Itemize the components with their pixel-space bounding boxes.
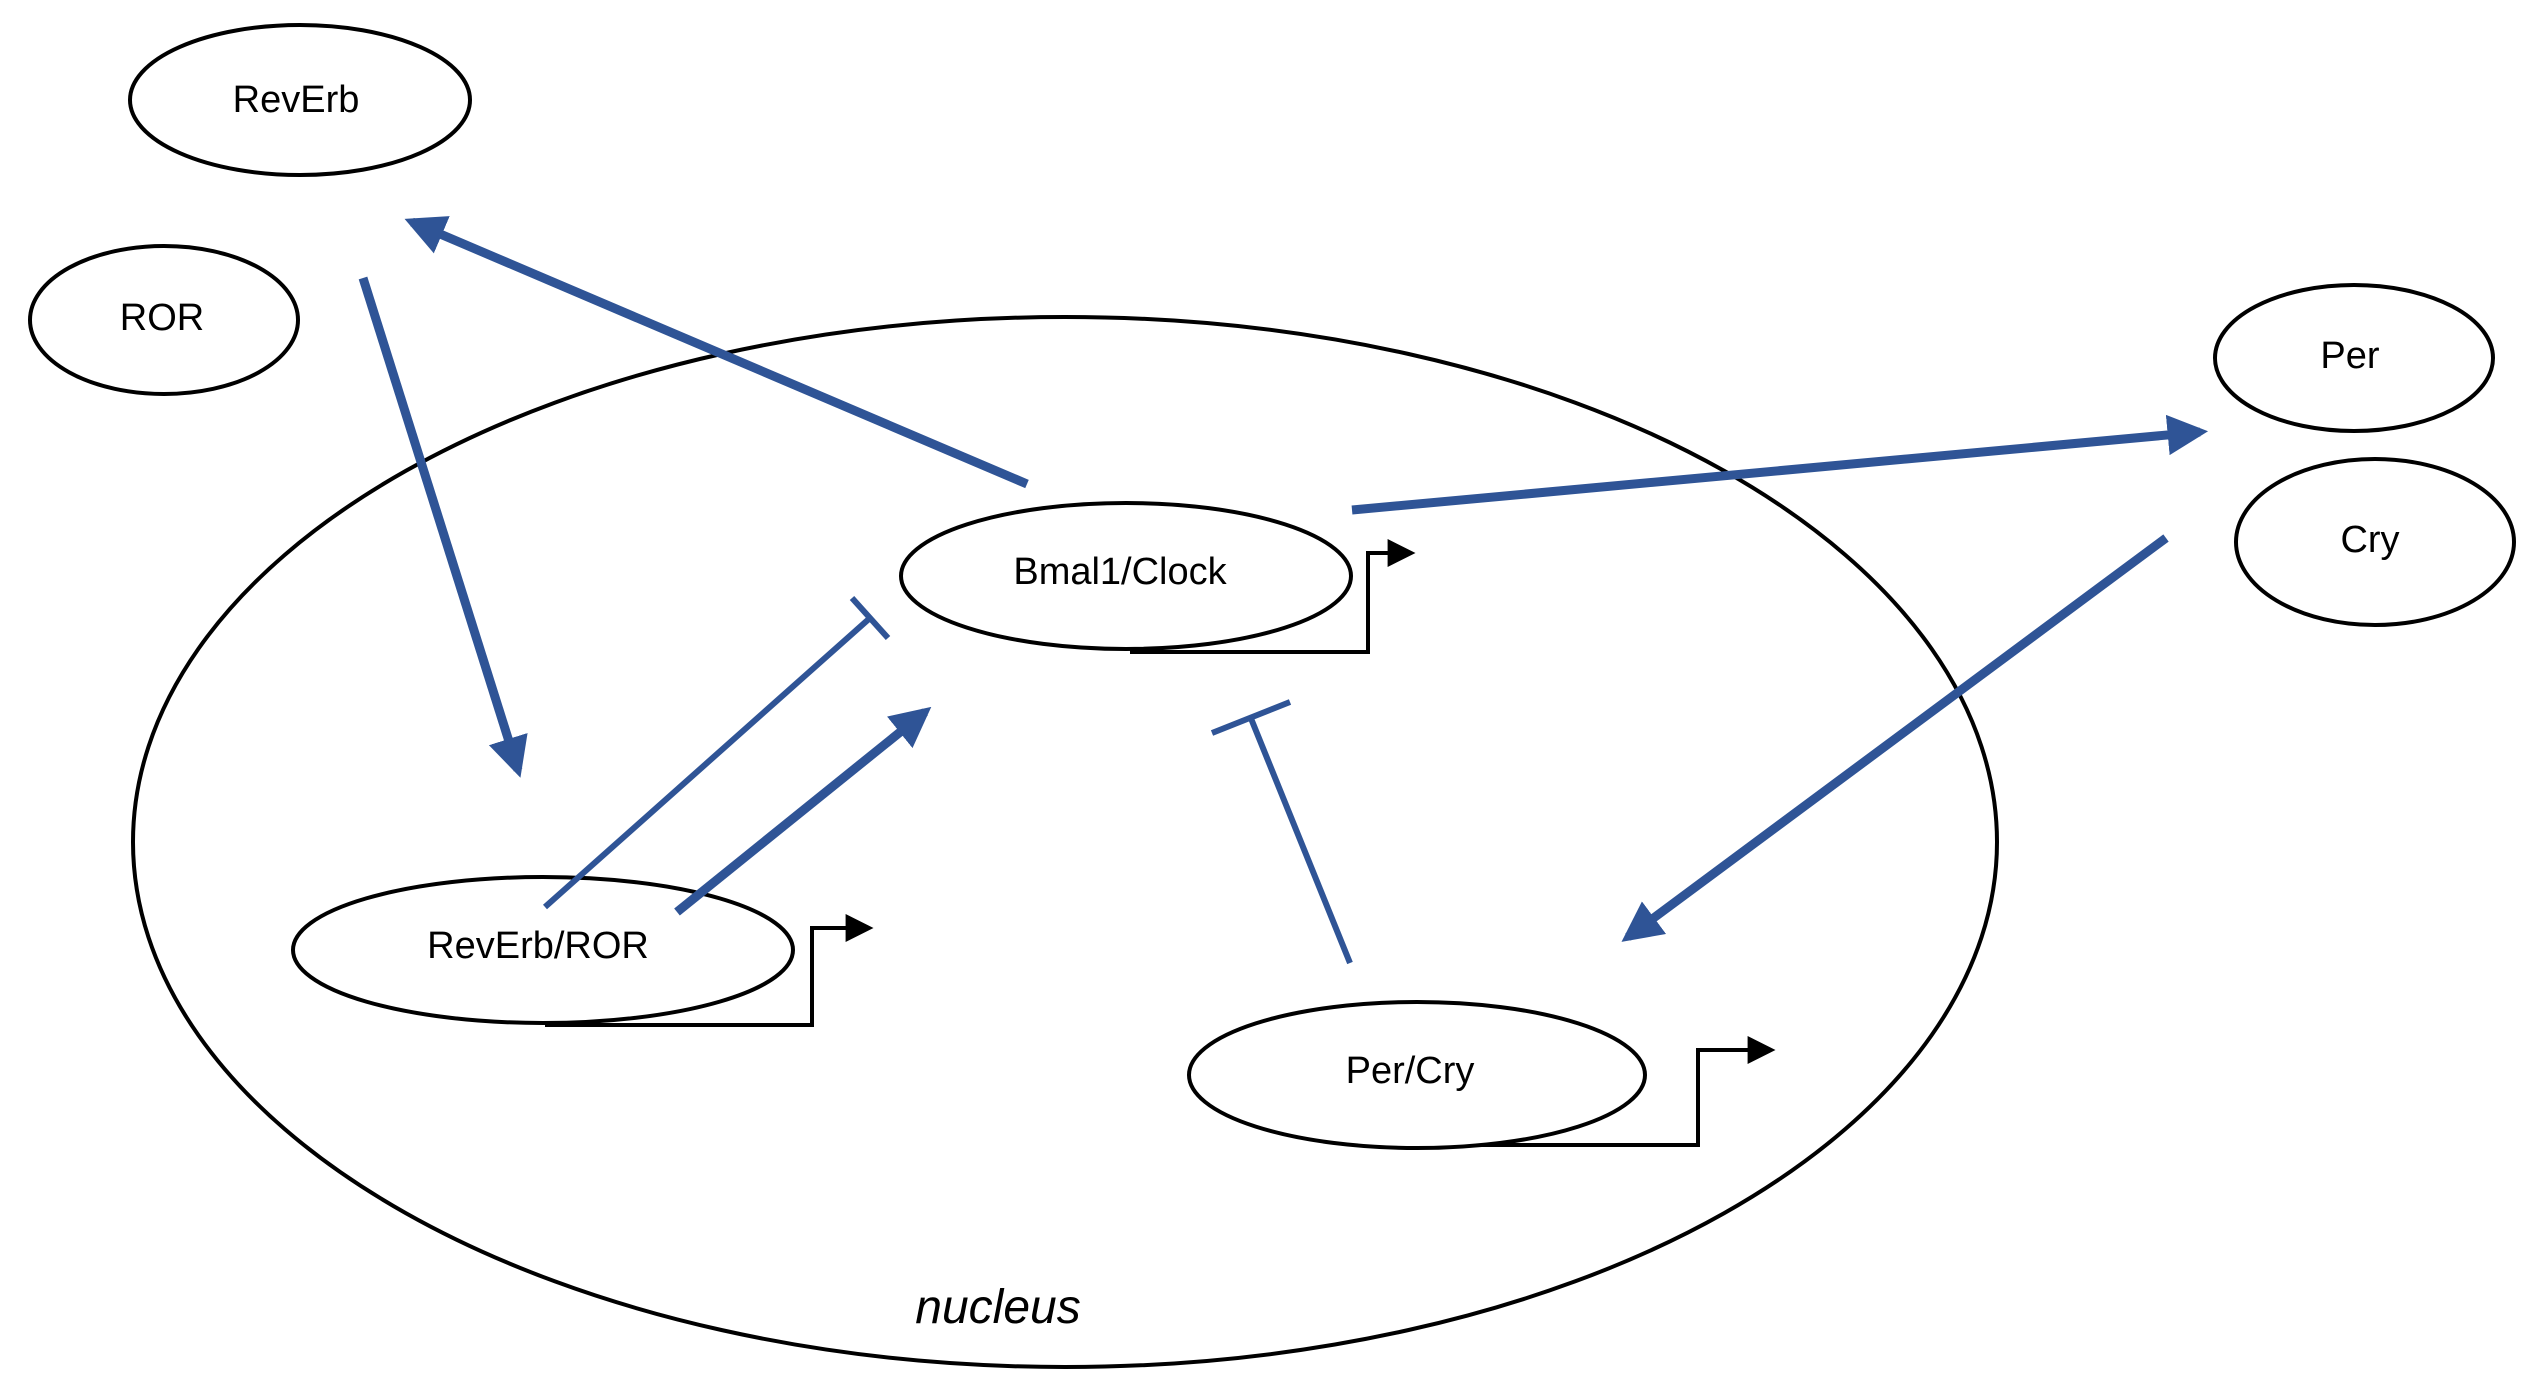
node-reverb-ror-shape [291, 875, 795, 1025]
node-bmal1-clock: Bmal1/Clock [899, 501, 1416, 654]
node-ror: ROR [28, 244, 300, 396]
node-ror-label: ROR [120, 297, 204, 339]
edge-reverb-to-reverb-ror [358, 276, 528, 778]
node-ror-shape [28, 244, 300, 396]
node-cry-shape [2234, 457, 2516, 627]
node-reverb-ror: RevErb/ROR [291, 875, 874, 1027]
node-per: Per [2213, 283, 2495, 433]
node-reverb-ror-label: RevErb/ROR [427, 925, 649, 967]
nucleus-label: nucleus [915, 1281, 1080, 1334]
node-reverb: RevErb [128, 23, 472, 177]
edge-per-cry-inhibition-bar [1210, 699, 1292, 736]
node-per-label: Per [2320, 335, 2379, 377]
edges [358, 216, 2209, 965]
reverb-ror-gene-promoter [545, 914, 874, 1027]
nucleus-compartment: nucleus [131, 315, 1999, 1369]
node-bmal1-clock-shape [899, 501, 1353, 651]
per-cry-gene-promoter [1430, 1036, 1776, 1147]
node-per-cry-label: Per/Cry [1346, 1050, 1475, 1092]
edge-reverb-ror-to-bmal1-inhibition [543, 615, 872, 910]
node-cry-label: Cry [2340, 519, 2399, 561]
bmal1-clock-gene-promoter [1130, 539, 1416, 654]
edge-cry-to-per-cry [1621, 534, 2169, 942]
node-reverb-shape [128, 23, 472, 177]
edge-per-cry-to-bmal1-inhibition [1247, 714, 1353, 965]
node-per-cry-shape [1187, 1000, 1647, 1150]
node-per-cry: Per/Cry [1187, 1000, 1776, 1150]
edge-reverb-ror-to-bmal1-activation [674, 706, 932, 916]
edge-bmal1-to-per [1351, 414, 2209, 515]
node-cry: Cry [2234, 457, 2516, 627]
edge-bmal1-to-reverb [404, 216, 1029, 489]
nucleus-outline [131, 315, 1999, 1369]
node-per-shape [2213, 283, 2495, 433]
node-reverb-label: RevErb [233, 79, 360, 121]
edge-reverb-ror-inhibition-bar [849, 595, 891, 641]
node-bmal1-clock-label: Bmal1/Clock [1013, 551, 1227, 593]
